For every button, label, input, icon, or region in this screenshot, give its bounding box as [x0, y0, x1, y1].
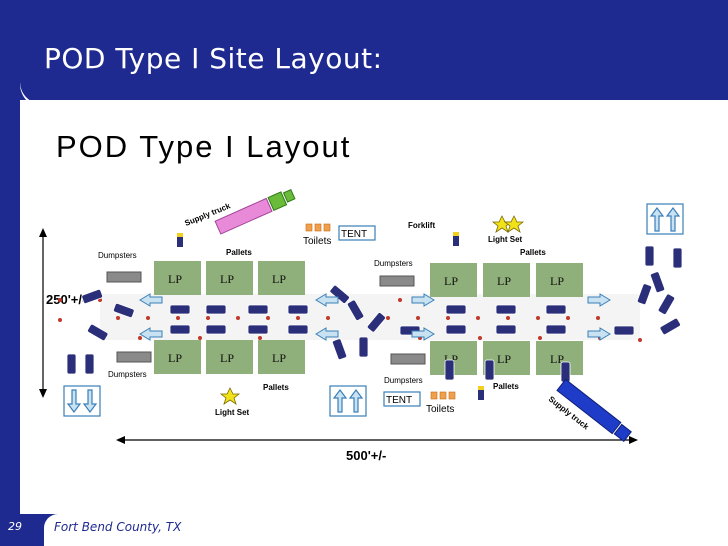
- entrance-arrows-bottom-left: [63, 385, 101, 417]
- lp-label: LP: [220, 351, 234, 365]
- pallets-label: Pallets: [520, 248, 546, 257]
- lp-label: LP: [550, 352, 564, 366]
- vertical-dimension-label: 250'+/-: [46, 292, 86, 307]
- footer-area: [44, 514, 728, 546]
- light-set-label: Light Set: [215, 408, 250, 417]
- footer-text: Fort Bend County, TX: [54, 520, 182, 534]
- tent-box: [383, 391, 421, 407]
- lp-label: LP: [168, 351, 182, 365]
- lp-box-bl-2: [206, 340, 253, 374]
- slide-title: POD Type I Site Layout:: [44, 42, 383, 75]
- pallets-label: Pallets: [493, 382, 519, 391]
- dumpster-icon: [390, 353, 426, 365]
- toilet-icons-top: [305, 223, 331, 232]
- tent-box: [338, 225, 376, 241]
- dumpsters-label: Dumpsters: [108, 370, 147, 379]
- lp-box-tr-3: [536, 263, 583, 297]
- title-bar: [20, 0, 728, 104]
- lp-box-tl-2: [206, 261, 253, 295]
- lp-label: LP: [497, 274, 511, 288]
- left-border-strip: [0, 0, 20, 546]
- horizontal-arrow-left: [116, 436, 125, 444]
- horizontal-dimension-label: 500'+/-: [346, 448, 386, 463]
- lane-cars: [66, 245, 683, 383]
- vertical-arrow-top: [39, 228, 47, 237]
- dumpsters-label: Dumpsters: [384, 376, 423, 385]
- forklift-icon: [478, 386, 484, 400]
- forklift-icon: [453, 232, 459, 246]
- lp-label: LP: [168, 272, 182, 286]
- lp-box-tr-2: [483, 263, 530, 297]
- lp-label: LP: [272, 351, 286, 365]
- lp-label: LP: [497, 352, 511, 366]
- toilets-label: Toilets: [426, 404, 454, 415]
- exit-arrows-bottom-center: [329, 385, 367, 417]
- diagram-heading: POD Type I Layout: [56, 129, 351, 164]
- dumpster-icon: [379, 275, 415, 287]
- lp-box-tl-3: [258, 261, 305, 295]
- pallets-label: Pallets: [263, 383, 289, 392]
- light-set-icon: [491, 215, 525, 233]
- lp-box-bl-1: [154, 340, 201, 374]
- lp-label: LP: [444, 274, 458, 288]
- toilet-icons-bottom: [430, 391, 456, 400]
- lp-box-tl-1: [154, 261, 201, 295]
- supply-truck-top: [214, 189, 296, 235]
- lp-label: LP: [220, 272, 234, 286]
- dumpster-icon: [106, 271, 142, 283]
- lp-box-br-3: [536, 341, 583, 375]
- lp-box-tr-1: [430, 263, 477, 297]
- page-number: 29: [8, 520, 22, 533]
- lp-box-bl-3: [258, 340, 305, 374]
- toilets-label: Toilets: [303, 236, 331, 247]
- light-set-icon: [219, 387, 241, 405]
- vertical-arrow-bottom: [39, 389, 47, 398]
- lp-label: LP: [550, 274, 564, 288]
- forklift-label: Forklift: [408, 221, 435, 230]
- lp-label: LP: [272, 272, 286, 286]
- forklift-icon: [177, 233, 183, 247]
- tent-label: TENT: [386, 395, 412, 406]
- light-set-label: Light Set: [488, 235, 523, 244]
- supply-truck-bottom: [556, 378, 632, 443]
- dumpster-icon: [116, 351, 152, 363]
- dumpsters-label: Dumpsters: [374, 259, 413, 268]
- flow-arrows: [139, 293, 611, 341]
- horizontal-arrow-right: [629, 436, 638, 444]
- pallets-label: Pallets: [226, 248, 252, 257]
- tent-label: TENT: [341, 229, 367, 240]
- dumpsters-label: Dumpsters: [98, 251, 137, 260]
- entrance-arrows-top-right: [646, 203, 684, 235]
